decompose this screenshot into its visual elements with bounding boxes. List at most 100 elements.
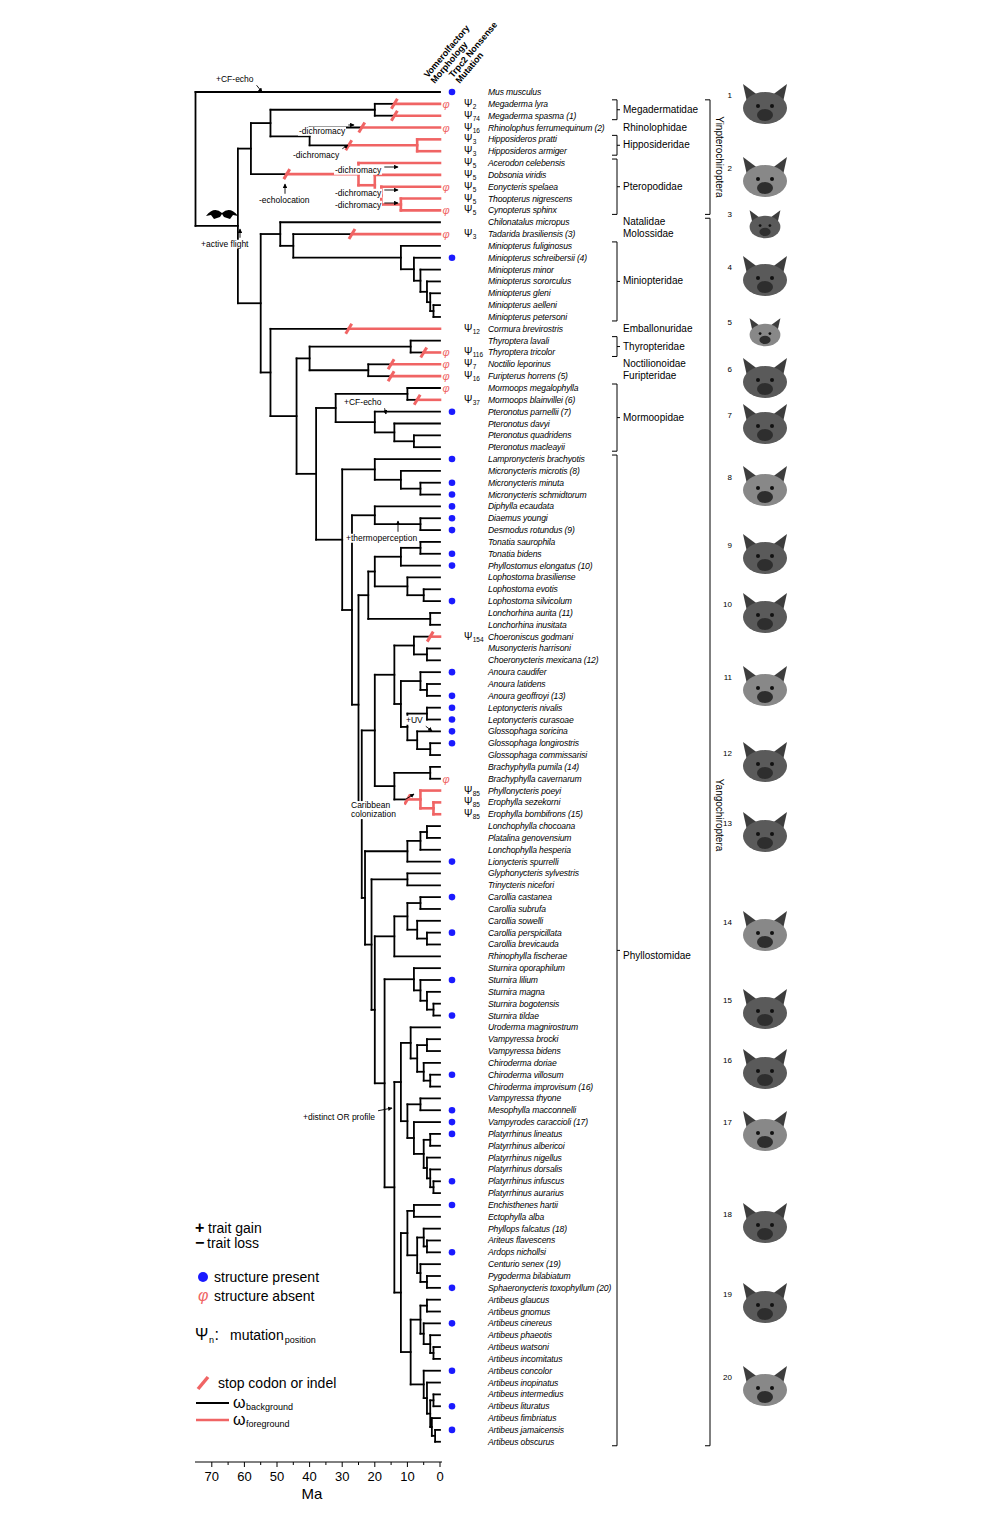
species-name: Vampyressa bidens (488, 1047, 561, 1056)
structure-dot (449, 550, 456, 557)
stop-codon-mark (404, 794, 410, 804)
legend-text: structure present (214, 1270, 319, 1284)
family-name: Phyllostomidae (623, 951, 691, 961)
background-branch (407, 840, 420, 842)
callout-number: 2 (728, 165, 732, 173)
mutation-position: 3 (473, 234, 477, 241)
species-name: Ectophylla alba (488, 1213, 544, 1222)
foreground-branch (349, 144, 417, 147)
background-branch (420, 1306, 422, 1334)
background-branch (420, 553, 440, 555)
callout-number: 3 (728, 211, 732, 219)
background-branch (420, 689, 427, 691)
species-name: Rhinophylla fischerae (488, 952, 567, 961)
background-branch (411, 1384, 424, 1386)
background-branch (401, 547, 421, 549)
axis-tick (211, 1462, 212, 1467)
axis-tick (228, 1462, 229, 1465)
legend-text: foreground (246, 1420, 290, 1429)
callout-number: 9 (728, 542, 732, 550)
background-branch (417, 1237, 424, 1239)
background-branch (393, 646, 395, 704)
background-branch (393, 424, 395, 442)
species-name: Platyrrhinus nigellus (488, 1153, 562, 1162)
species-name: Anoura caudifer (488, 668, 546, 677)
structure-dot (449, 858, 456, 865)
background-branch (433, 1180, 440, 1182)
tree (196, 92, 441, 1442)
portrait-head (743, 412, 787, 444)
background-branch (420, 1098, 440, 1100)
species-name: Mesophylla macconnelli (488, 1106, 576, 1115)
family-bracket (612, 135, 620, 155)
background-branch (426, 933, 428, 945)
background-branch (423, 1323, 425, 1344)
mutation-position: 116 (473, 352, 483, 359)
background-branch (401, 488, 421, 490)
foreground-branch (417, 138, 440, 141)
callout-number: 18 (723, 1211, 732, 1219)
species-name: Artibeus watsoni (488, 1343, 549, 1352)
portrait-eye (769, 332, 772, 335)
axis-tick (374, 1462, 375, 1467)
portrait-snout (757, 182, 773, 194)
legend-symbol: ω (233, 1412, 246, 1428)
mutation-position: 7 (473, 364, 477, 371)
background-branch (427, 1009, 434, 1011)
mutation-symbol: Ψ (464, 146, 472, 156)
mutation-position: 74 (473, 115, 480, 122)
trait-annotation: Caribbean colonization (350, 801, 404, 819)
background-branch (426, 1276, 428, 1288)
legend-sample (196, 1402, 229, 1404)
background-branch (433, 1346, 440, 1348)
species-name: Chilonatalus micropus (488, 218, 569, 227)
background-branch (368, 618, 430, 620)
portrait-eye (756, 762, 760, 766)
background-branch (375, 411, 440, 413)
annotation-arrow (257, 85, 262, 92)
species-name: Chiroderma improvisum (16) (488, 1082, 593, 1091)
species-name: Phyllonycteris poeyi (488, 786, 561, 795)
structure-dot (449, 456, 456, 463)
bat-portrait (743, 84, 787, 124)
axis-tick (277, 1462, 278, 1467)
mutation-position: 3 (473, 151, 477, 158)
family-name: Hipposideridae (623, 140, 690, 150)
portrait-head (743, 1291, 787, 1323)
foreground-branch (400, 199, 403, 211)
background-branch (352, 704, 359, 706)
species-name: Sturnira lilium (488, 976, 538, 985)
background-branch (430, 1086, 440, 1088)
background-branch (427, 707, 440, 709)
species-name: Miniopterus gleni (488, 289, 550, 298)
mutation-position: 5 (473, 186, 477, 193)
species-name: Tadarida brasiliensis (3) (488, 230, 575, 239)
family-name: Rhinolophidae (623, 123, 687, 133)
trait-annotation: +UV (405, 716, 424, 725)
callout-number: 19 (723, 1291, 732, 1299)
background-branch (426, 1383, 428, 1414)
stop-codon-mark (284, 169, 290, 179)
mutation-position: 85 (473, 814, 480, 821)
species-name: Sturnira oporaphilum (488, 964, 565, 973)
annotation-arrow (384, 190, 398, 191)
background-branch (420, 517, 440, 519)
structure-dot (449, 1403, 456, 1410)
background-branch (414, 434, 440, 436)
background-branch (417, 920, 440, 922)
background-branch (420, 494, 440, 496)
legend-symbol: Ψ (195, 1327, 208, 1343)
species-name: Sturnira bogotensis (488, 999, 559, 1008)
species-name: Artibeus obscurus (488, 1437, 554, 1446)
background-branch (279, 222, 281, 246)
background-branch (427, 1251, 440, 1253)
portrait-head (743, 674, 787, 706)
background-branch (400, 1043, 402, 1121)
species-name: Centurio senex (19) (488, 1260, 561, 1269)
background-branch (430, 292, 440, 294)
background-branch (351, 515, 353, 704)
bat-portraits (743, 84, 787, 1406)
family-bracket (612, 337, 620, 357)
foreground-branch (424, 351, 440, 354)
structure-dot (449, 598, 456, 605)
